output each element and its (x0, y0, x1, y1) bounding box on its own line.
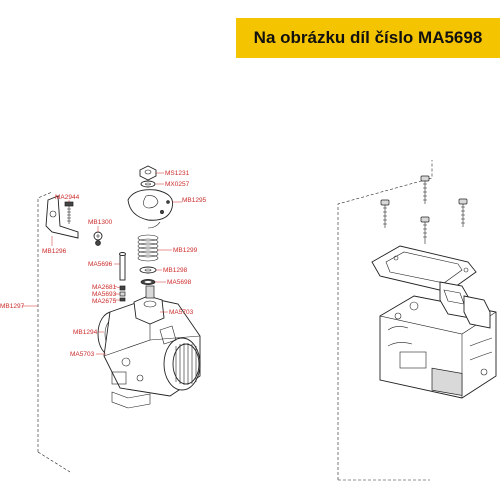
banner-text: Na obrázku díl číslo MA5698 (253, 28, 483, 47)
leader-ma2681 (113, 285, 121, 289)
label-mb1295: MB1295 (182, 197, 207, 204)
nut-top (139, 165, 157, 181)
washer-mid (139, 266, 157, 274)
label-ms1231: MS1231 (165, 170, 190, 177)
label-ma2675: MA2675 (92, 298, 117, 305)
label-ma5696: MA5696 (88, 261, 113, 268)
label-mb1298: MB1298 (163, 267, 188, 274)
o-ring-ma5698 (140, 279, 156, 285)
group-frame-right (337, 160, 433, 480)
label-ma2944: MA2944 (55, 194, 80, 201)
label-ma5698: MA5698 (167, 279, 192, 286)
group-frame-left-bottom (37, 451, 71, 473)
label-mb1297: MB1297 (0, 303, 25, 310)
label-mx0257: MX0257 (165, 181, 190, 188)
bracket (45, 195, 79, 239)
pin (119, 252, 126, 281)
washer-top (140, 180, 156, 188)
throttle-disk (127, 189, 174, 229)
part-number-banner: Na obrázku díl číslo MA5698 (236, 18, 500, 58)
spring (137, 234, 159, 262)
label-mb1299: MB1299 (173, 247, 198, 254)
label-mb1294: MB1294 (73, 329, 98, 336)
micro-parts (119, 285, 126, 302)
screw-group (380, 175, 468, 244)
label-ma5693: MA5693 (92, 291, 117, 298)
small-screw (93, 231, 103, 246)
label-ma2681: MA2681 (92, 284, 117, 291)
label-mb1300: MB1300 (88, 219, 113, 226)
throttle-body (97, 285, 201, 409)
screw-3 (458, 198, 468, 227)
bolt (64, 201, 74, 224)
screw-1 (420, 175, 430, 204)
group-frame-left (37, 191, 53, 452)
label-ma5703-bottom: MA5703 (70, 351, 95, 358)
label-mb1296: MB1296 (42, 248, 67, 255)
gasket (371, 245, 477, 293)
screw-4 (420, 216, 430, 244)
label-ma5703-top: MA5703 (169, 309, 194, 316)
housing-block (379, 281, 497, 399)
screw-2 (380, 199, 390, 228)
